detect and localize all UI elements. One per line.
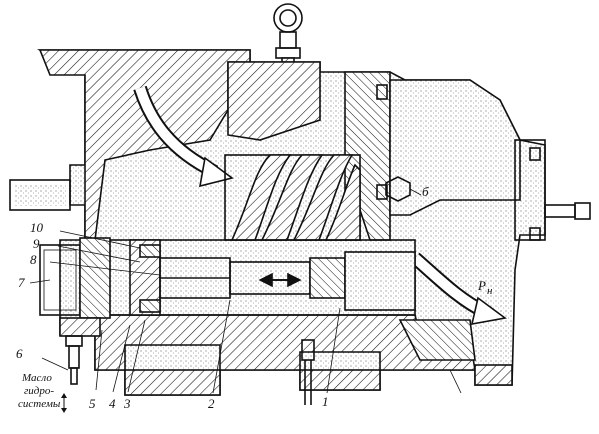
discharge-casing — [376, 79, 591, 241]
callout-b: б — [422, 184, 429, 199]
screw-rotor — [224, 154, 361, 241]
callout-8: 8 — [30, 252, 37, 267]
discharge-flow-arrow — [410, 252, 507, 326]
callout-10: 10 — [30, 220, 44, 235]
callout-4: 4 — [109, 396, 116, 411]
oil-label-line1: Масло — [21, 372, 52, 384]
callout-1: 1 — [322, 394, 329, 409]
inlet-flow-arrow — [133, 85, 234, 188]
oil-label-line3: системы — [18, 398, 61, 410]
callout-7: 7 — [18, 275, 25, 290]
callout-pressure-subscript: н — [487, 285, 493, 297]
callout-pressure: Р — [477, 278, 486, 293]
callout-5: 5 — [89, 396, 96, 411]
slide-valve-assembly — [94, 239, 416, 316]
callout-3: 3 — [123, 396, 131, 411]
oil-label-line2: гидро- — [24, 385, 54, 397]
leader-lines — [29, 188, 462, 394]
oil-fitting — [65, 335, 83, 385]
callout-9: 9 — [33, 236, 40, 251]
drive-shaft — [9, 179, 71, 211]
callout-2: 2 — [208, 396, 215, 411]
bottom-pipe — [301, 339, 315, 405]
callout-6: 6 — [16, 346, 23, 361]
left-end-cover — [39, 237, 111, 337]
oil-flow-double-arrow-icon — [61, 393, 67, 413]
